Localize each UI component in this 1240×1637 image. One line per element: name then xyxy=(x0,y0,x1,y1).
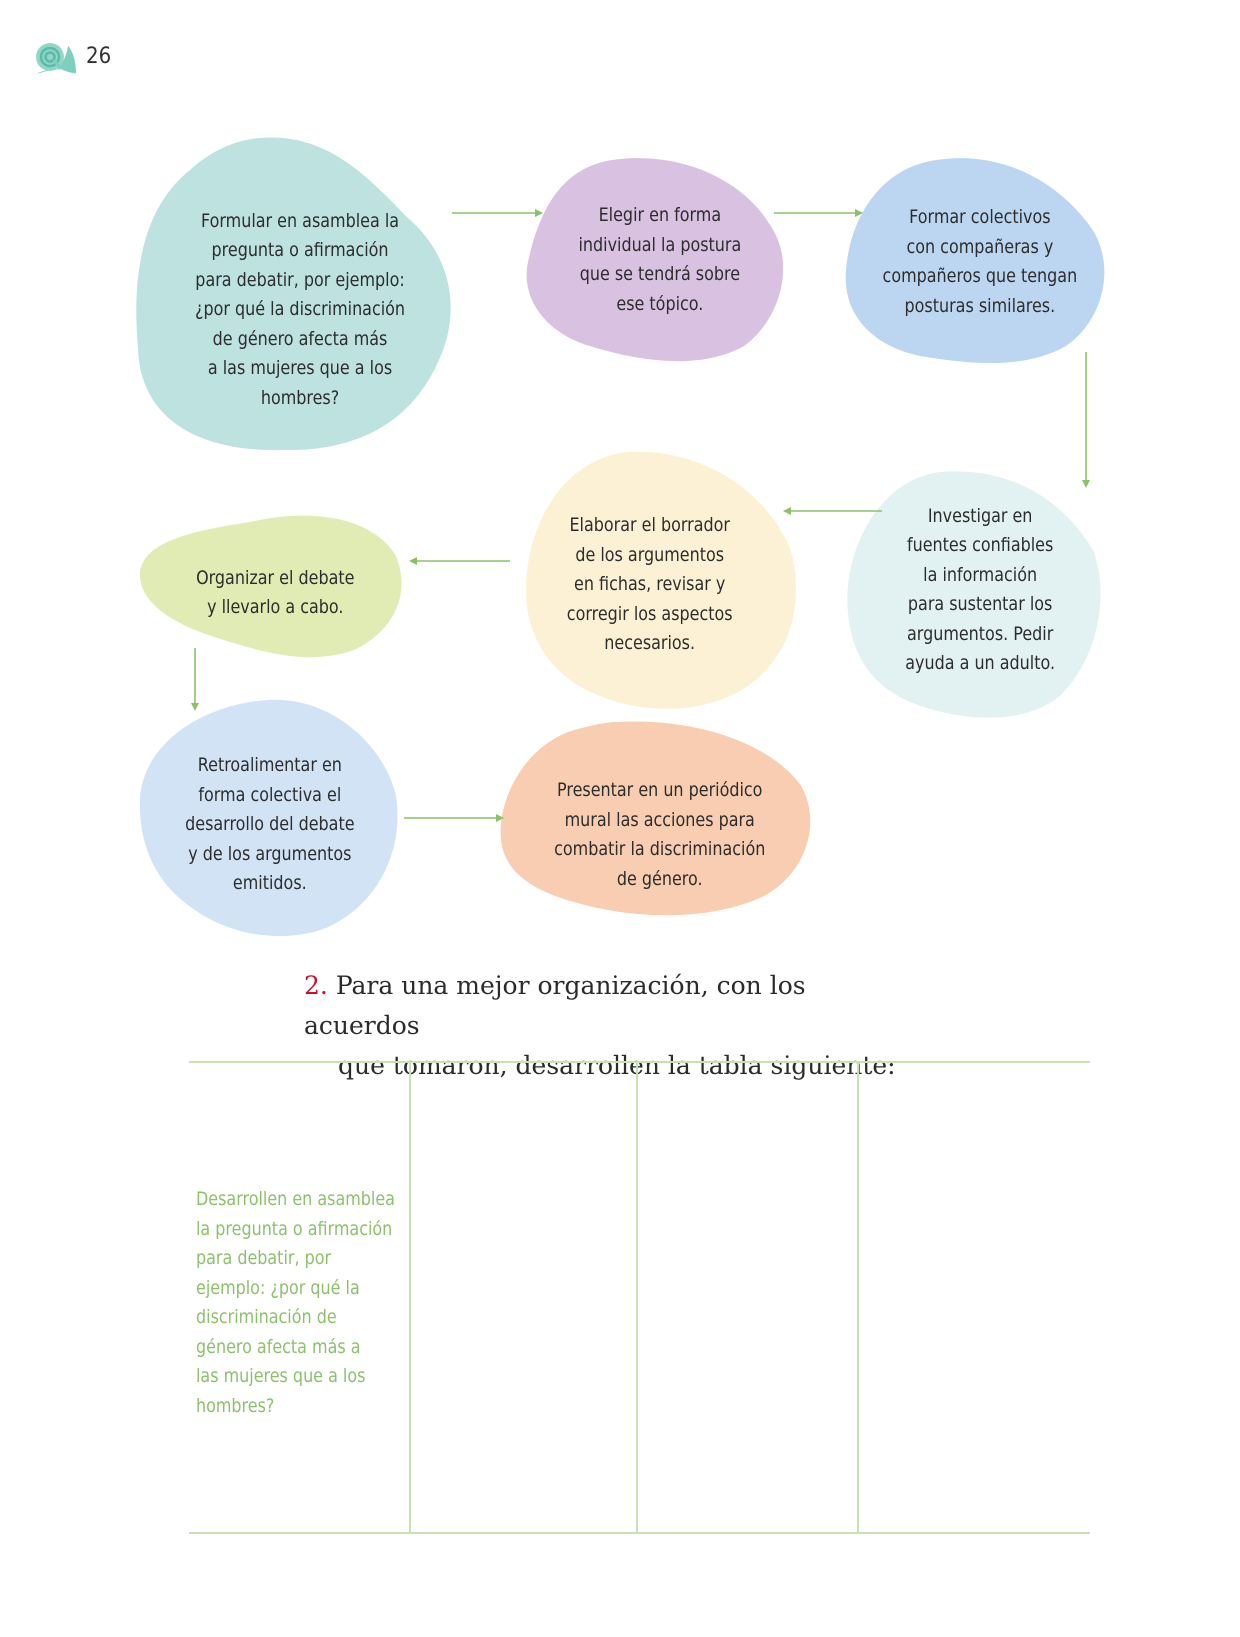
step-6: Organizar el debate y llevarlo a cabo. xyxy=(140,548,410,638)
instruction-line-1: 2. Para una mejor organización, con los … xyxy=(304,966,924,1046)
blob-step-8 xyxy=(500,721,811,916)
step-2-text: Elegir en forma individual la postura qu… xyxy=(578,204,742,315)
instruction-text-2: que tomaron, desarrollen la tabla siguie… xyxy=(338,1051,896,1080)
step-1-text: Formular en asamblea la pregunta o afirm… xyxy=(194,209,406,409)
instruction: 2. Para una mejor organización, con los … xyxy=(304,966,924,1086)
blob-step-7 xyxy=(139,699,398,937)
snail-icon xyxy=(36,43,77,74)
blob-step-2 xyxy=(526,158,784,362)
step-3: Formar colectivos con compañeras y compa… xyxy=(850,192,1110,332)
step-4: Investigar en fuentes confiables la info… xyxy=(850,490,1110,690)
step-8-text: Presentar en un periódico mural las acci… xyxy=(554,779,766,890)
instruction-text-1: Para una mejor organización, con los acu… xyxy=(304,971,806,1040)
page-number: 26 xyxy=(86,44,112,69)
step-2: Elegir en forma individual la postura qu… xyxy=(530,190,790,330)
blob-step-1 xyxy=(136,137,451,451)
blob-step-4 xyxy=(847,471,1101,718)
instruction-number: 2. xyxy=(304,971,328,1000)
step-1: Formular en asamblea la pregunta o afirm… xyxy=(150,190,450,430)
blob-step-6 xyxy=(139,515,402,658)
step-6-text: Organizar el debate y llevarlo a cabo. xyxy=(195,566,355,619)
step-5-text: Elaborar el borrador de los argumentos e… xyxy=(567,514,733,655)
step-7-text: Retroalimentar en forma colectiva el des… xyxy=(185,754,355,895)
blob-step-5 xyxy=(525,451,796,709)
flow-diagram xyxy=(136,137,1105,937)
step-5: Elaborar el borrador de los argumentos e… xyxy=(520,500,780,670)
blob-step-3 xyxy=(845,158,1105,364)
step-8: Presentar en un periódico mural las acci… xyxy=(520,770,800,900)
step-7: Retroalimentar en forma colectiva el des… xyxy=(140,740,400,910)
table-first-cell: Desarrollen en asamblea la pregunta o af… xyxy=(196,1188,395,1417)
step-3-text: Formar colectivos con compañeras y compa… xyxy=(882,206,1078,317)
step-4-text: Investigar en fuentes confiables la info… xyxy=(905,504,1055,675)
